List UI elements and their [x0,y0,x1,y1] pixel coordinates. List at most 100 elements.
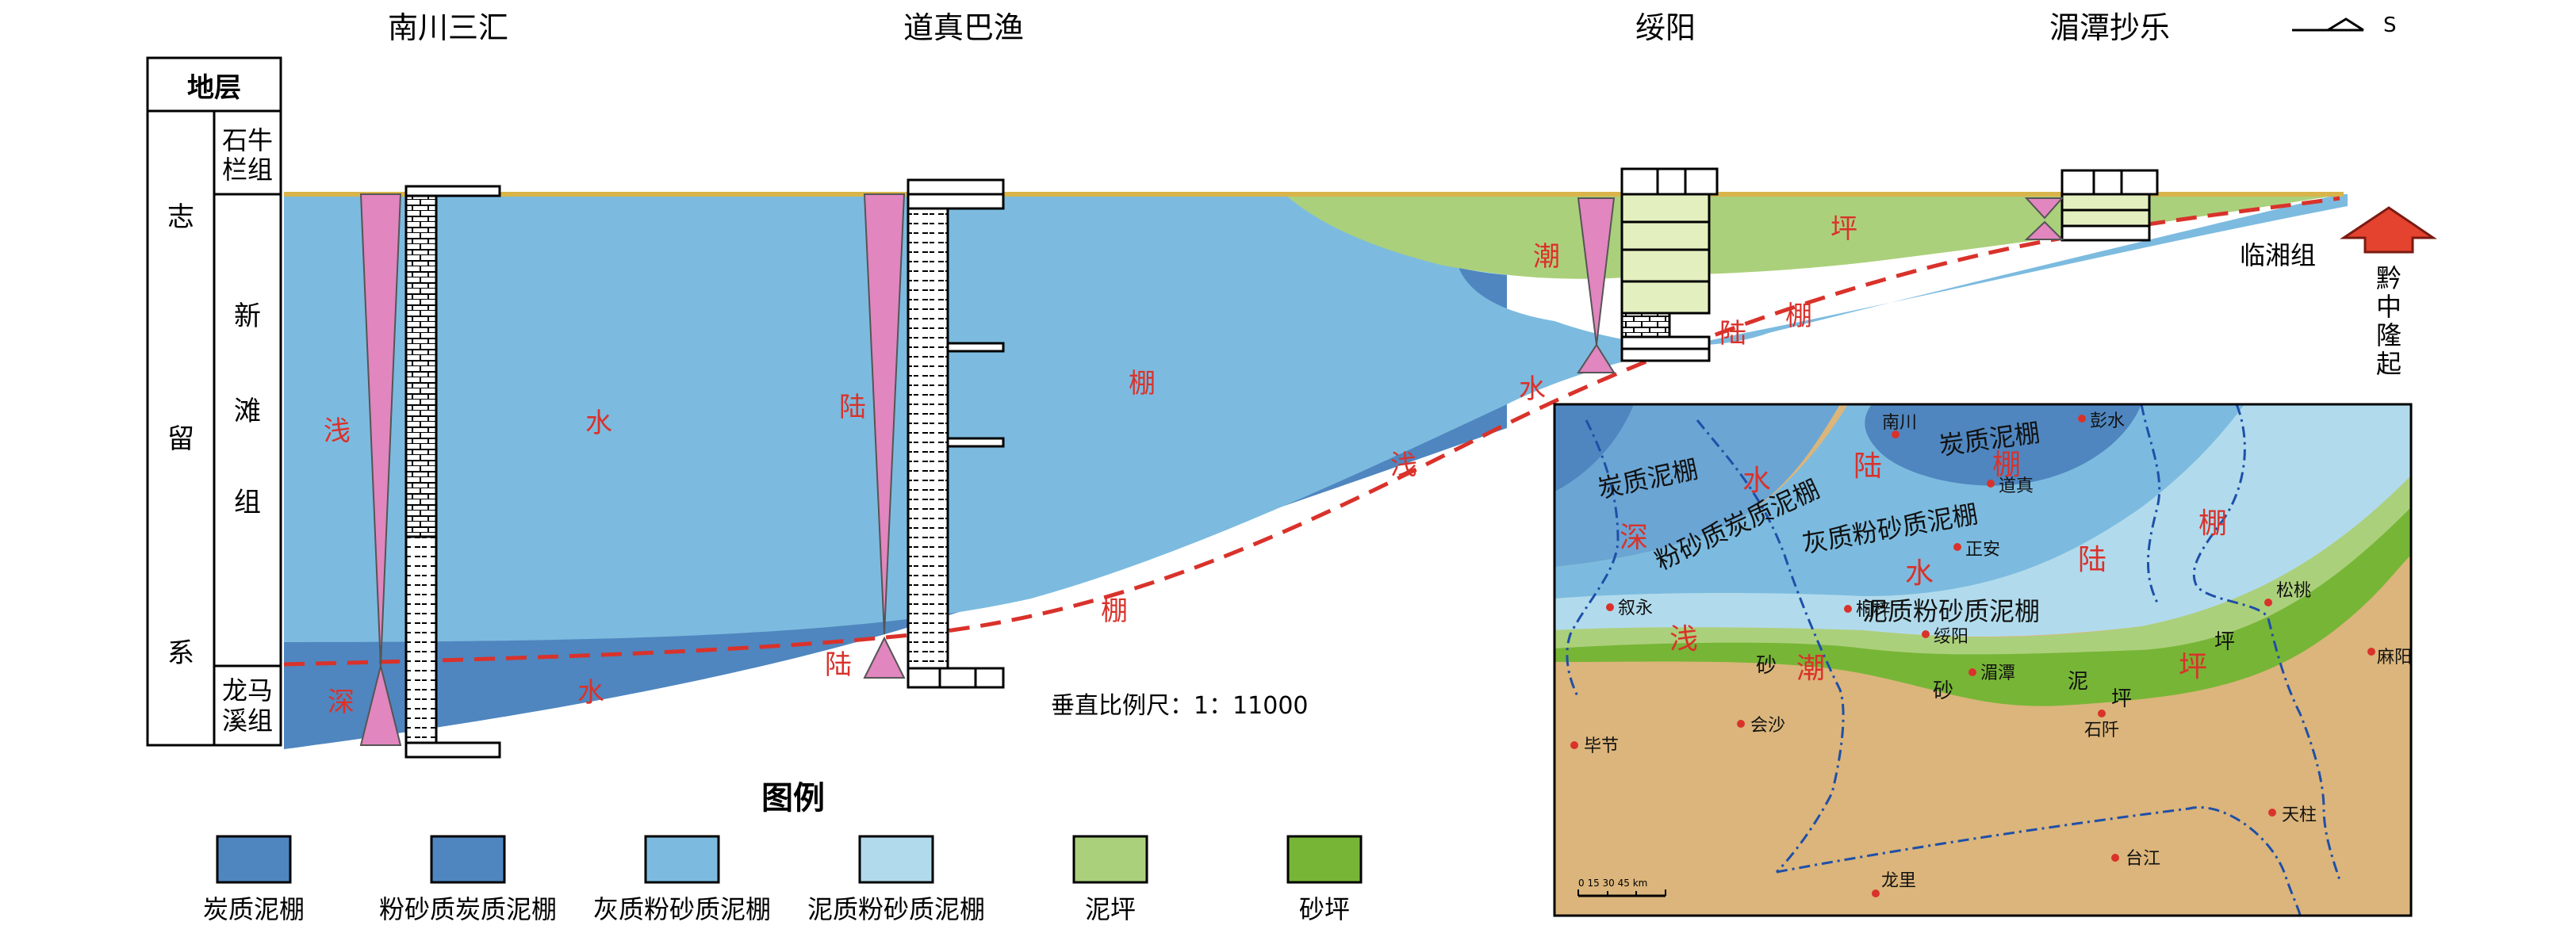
map-word-flat: 坪 [2179,651,2207,683]
map-word-shelf-1: 棚 [1992,449,2021,481]
well-column-nanchuan [404,185,501,759]
town-label: 石阡 [2084,721,2119,740]
town-label: 毕节 [1584,736,1619,756]
north-symbol-label: S [2383,13,2397,37]
inset-map: 炭质泥棚 炭质泥棚 粉砂质炭质泥棚 灰质粉砂质泥棚 泥质粉砂质泥棚 深 水 陆 … [1553,403,2413,917]
map-word-ping-1: 坪 [2214,630,2235,654]
town-marker [2264,599,2272,606]
town-label: 叙永 [1618,599,1653,618]
town-label: 龙里 [1881,871,1916,891]
shelf-boundary-dashed [283,196,2340,667]
strata-system-3: 系 [167,637,194,669]
legend-swatch [644,835,720,884]
map-word-shelf-2: 棚 [2198,507,2227,540]
map-word-water-1: 水 [1742,465,1771,497]
section-label-flat: 坪 [1830,213,1857,245]
map-carbonaceous-north [1554,404,1634,492]
town-label: 正安 [1965,540,2000,560]
well-title-meitan: 湄潭抄乐 [2049,10,2170,45]
town-label: 绥阳 [1934,627,1968,647]
linxiang-formation-label: 临湘组 [2240,240,2316,270]
map-boundaries [1566,404,2341,916]
uplift-label-4: 起 [2376,349,2402,379]
town-marker [1922,630,1930,638]
map-towns: 南川彭水道真正安叙永桐梓绥阳湄潭松桃会沙毕节石阡麻阳天柱台江龙里 [1570,411,2412,897]
legend-label: 炭质泥棚 [203,894,305,924]
town-marker [1968,668,1976,676]
town-marker [1953,543,1961,551]
map-argillaceous [1554,404,2411,637]
well-title-suiyang: 绥阳 [1635,10,1696,45]
town-label: 彭水 [2090,411,2125,431]
section-label-shelf-2: 棚 [1101,595,1128,627]
town-marker [2111,854,2119,862]
strata-xintan-3: 组 [234,487,261,518]
well-column-meitan [2060,169,2159,242]
facies-trend-markers [359,193,2064,746]
map-facies-argil: 泥质粉砂质泥棚 [1862,596,2040,626]
town-marker [2078,415,2086,423]
town-label: 南川 [1882,413,1917,433]
map-word-shallow: 浅 [1669,623,1698,656]
uplift-label-3: 隆 [2376,320,2402,350]
map-word-mud: 泥 [2068,670,2088,694]
town-marker [1844,605,1852,613]
section-label-tide: 潮 [1533,241,1560,273]
legend-swatch [1286,835,1363,884]
section-label-water-3: 水 [1519,373,1546,405]
town-marker [1570,741,1578,749]
town-marker [1606,603,1614,611]
map-silty-carbonaceous [1554,404,1840,567]
section-label-water-2: 水 [577,677,604,709]
town-label: 会沙 [1750,716,1785,736]
well-title-daozhen: 道真巴渔 [903,10,1024,45]
strata-longmaxi-1: 龙马 [222,675,273,706]
strata-shiniulan-2: 栏组 [222,155,273,185]
strata-system-1: 志 [167,201,194,233]
map-word-deep: 深 [1620,522,1648,554]
map-sandflat [1554,507,2411,706]
town-label: 湄潭 [1980,664,2015,683]
town-marker [1872,889,1880,897]
town-label: 台江 [2126,849,2160,869]
legend-swatch [430,835,506,884]
legend-swatch [1072,835,1148,884]
section-label-land-1: 陆 [839,392,866,423]
section-label-shallow-1: 浅 [324,415,351,447]
strata-system-2: 留 [167,423,194,455]
uplift-arrow-shape [2340,206,2437,254]
town-marker [1892,430,1899,438]
town-marker [2098,710,2106,717]
town-label: 天柱 [2282,805,2317,825]
section-label-shallow-2: 浅 [1390,449,1417,481]
map-word-ping-2: 坪 [2111,687,2132,711]
strata-xintan-1: 新 [234,300,261,332]
map-word-land-2: 陆 [2078,544,2106,576]
well-column-suiyang [1620,167,1719,362]
well-title-nanchuan: 南川三汇 [388,10,508,45]
map-word-water-2: 水 [1905,557,1934,590]
map-scale-bar: 0 15 30 45 km [1577,878,1666,897]
legend-label: 灰质粉砂质泥棚 [593,894,771,924]
map-mudflat [1554,476,2411,655]
section-facies-labels: 浅 水 陆 棚 深 水 陆 棚 浅 水 陆 棚 潮 坪 [324,213,1857,718]
town-label: 麻阳 [2377,648,2412,667]
town-marker [2268,809,2276,817]
section-label-land-3: 陆 [1719,318,1746,350]
uplift-label-1: 黔 [2376,263,2402,293]
well-column-daozhen [907,178,1005,689]
map-carbonaceous-center [1865,404,2141,486]
legend-label: 粉砂质炭质泥棚 [379,894,557,924]
cross-section [283,192,2348,749]
map-word-sand-1: 砂 [1756,654,1777,678]
legend-swatch [216,835,292,884]
town-label: 桐梓 [1856,600,1891,620]
map-word-sand-2: 砂 [1933,679,1953,703]
town-marker [2367,648,2375,656]
north-symbol: S [2292,13,2397,37]
section-label-water-1: 水 [585,407,612,439]
legend-title: 图例 [761,780,825,817]
legend-label: 泥坪 [1085,894,1136,924]
